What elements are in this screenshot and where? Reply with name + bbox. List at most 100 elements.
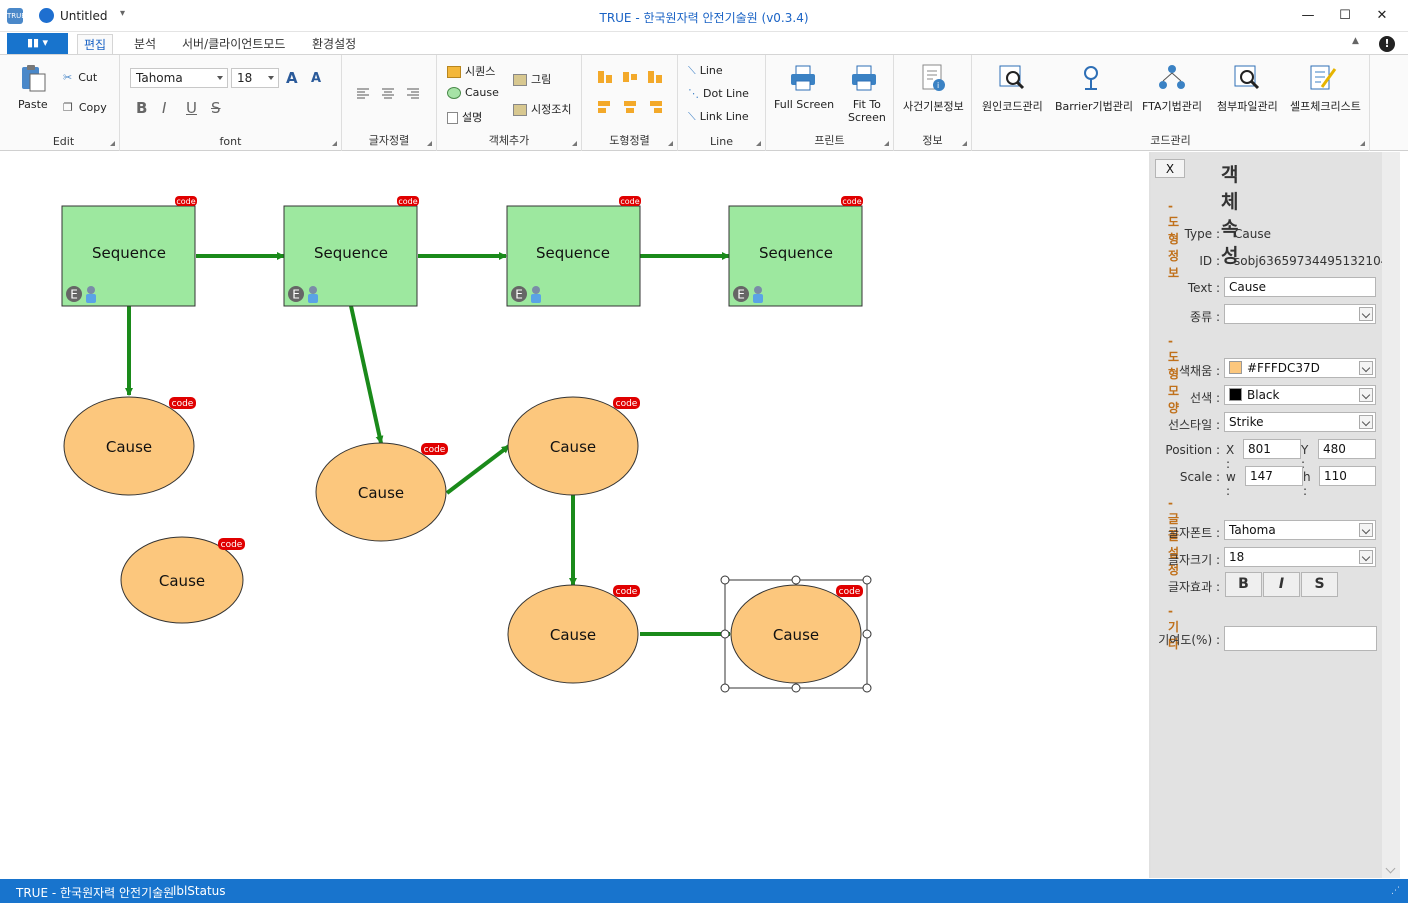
cause-node-selected[interactable]: Cause code	[720, 575, 872, 693]
cause-code-button[interactable]: 원인코드관리	[982, 100, 1043, 113]
underline-button[interactable]: U	[186, 99, 197, 117]
properties-close-button[interactable]: X	[1155, 159, 1185, 178]
font-select[interactable]: Tahoma	[1224, 520, 1376, 540]
align-bottom-icon[interactable]	[647, 70, 663, 84]
group-launcher-icon[interactable]	[1360, 141, 1365, 146]
add-image-button[interactable]: 그림	[513, 71, 551, 87]
shrink-font-button[interactable]: A	[311, 71, 322, 86]
minimize-button[interactable]: —	[1301, 8, 1315, 23]
strike-button[interactable]: S	[211, 99, 221, 117]
resize-grip-icon[interactable]: ⋰	[1391, 886, 1400, 896]
cause-node[interactable]: Cause code	[63, 396, 196, 496]
font-family-select[interactable]: Tahoma	[130, 68, 228, 88]
tab-settings[interactable]: 환경설정	[312, 37, 357, 51]
sequence-node[interactable]: Sequence code	[728, 196, 863, 307]
line-button[interactable]: ⟍Line	[688, 64, 723, 78]
size-select[interactable]: 18	[1224, 547, 1376, 567]
group-launcher-icon[interactable]	[110, 141, 115, 146]
align-right-shapes-icon[interactable]	[647, 100, 663, 114]
tab-analysis[interactable]: 분석	[134, 37, 157, 51]
quick-access-dropdown-icon[interactable]: ▾	[120, 8, 126, 19]
cause-node[interactable]: Cause code	[120, 536, 245, 624]
scale-w-input[interactable]: 147	[1245, 466, 1303, 486]
code-badge[interactable]	[836, 585, 863, 597]
code-badge[interactable]	[613, 397, 640, 409]
kind-select[interactable]	[1224, 304, 1376, 324]
grow-font-button[interactable]: A	[286, 69, 298, 87]
align-center-shapes-icon[interactable]	[622, 100, 638, 114]
barrier-button[interactable]: Barrier기법관리	[1055, 100, 1133, 113]
add-corrective-action-button[interactable]: 시정조치	[513, 101, 571, 117]
italic-button[interactable]: I	[162, 99, 167, 117]
full-screen-button[interactable]: Full Screen	[774, 98, 835, 111]
code-badge[interactable]	[397, 196, 419, 206]
effect-italic-button[interactable]: I	[1263, 572, 1300, 597]
group-launcher-icon[interactable]	[884, 141, 889, 146]
code-badge[interactable]	[613, 585, 640, 597]
tab-edit[interactable]: 편집	[77, 34, 114, 54]
cause-node[interactable]: Cause code	[315, 442, 448, 542]
link-line-button[interactable]: ⟍Link Line	[688, 110, 749, 124]
file-menu-button[interactable]: ▮▮ ▾	[7, 33, 68, 54]
position-x-input[interactable]: 801	[1243, 439, 1301, 459]
add-sequence-button[interactable]: 시퀀스	[447, 63, 495, 79]
code-badge[interactable]	[619, 196, 641, 206]
fill-color-select[interactable]: #FFFDC37D	[1224, 358, 1376, 378]
fta-button[interactable]: FTA기법관리	[1142, 100, 1203, 113]
self-checklist-button[interactable]: 셀프체크리스트	[1290, 100, 1361, 113]
paste-button[interactable]: Paste	[18, 98, 48, 111]
dot-line-button[interactable]: ⋱Dot Line	[688, 87, 749, 100]
add-description-button[interactable]: 설명	[447, 109, 482, 125]
scale-h-input[interactable]: 110	[1319, 466, 1376, 486]
group-launcher-icon[interactable]	[332, 141, 337, 146]
ribbon-collapse-icon[interactable]: ▲	[1352, 36, 1359, 46]
sequence-node[interactable]: Sequence code	[61, 196, 197, 307]
cut-button[interactable]: ✂Cut	[63, 71, 97, 84]
close-button[interactable]: ✕	[1376, 8, 1388, 23]
line-style-select[interactable]: Strike	[1224, 412, 1376, 432]
align-left-icon[interactable]	[356, 87, 370, 99]
bold-button[interactable]: B	[136, 99, 148, 117]
code-badge[interactable]	[218, 538, 245, 550]
connector-arrow[interactable]	[349, 305, 384, 444]
cause-node[interactable]: Cause code	[507, 584, 640, 684]
align-middle-icon[interactable]	[622, 70, 638, 84]
diagram-canvas[interactable]: E Sequence code Sequence	[8, 152, 1149, 878]
group-launcher-icon[interactable]	[962, 141, 967, 146]
sequence-node[interactable]: Sequence code	[283, 196, 419, 307]
code-badge[interactable]	[421, 443, 448, 455]
maximize-button[interactable]: ☐	[1339, 8, 1351, 23]
panel-splitter[interactable]	[1149, 152, 1151, 878]
code-badge[interactable]	[175, 196, 197, 206]
group-launcher-icon[interactable]	[572, 141, 577, 146]
font-size-select[interactable]: 18	[231, 68, 279, 88]
align-right-icon[interactable]	[406, 87, 420, 99]
vertical-scrollbar[interactable]	[1382, 152, 1400, 878]
cause-node[interactable]: Cause code	[507, 396, 640, 496]
help-icon[interactable]: !	[1379, 36, 1395, 52]
line-color-select[interactable]: Black	[1224, 385, 1376, 405]
align-center-icon[interactable]	[381, 87, 395, 99]
add-cause-button[interactable]: Cause	[447, 86, 499, 99]
copy-button[interactable]: ❐Copy	[63, 101, 107, 114]
align-left-shapes-icon[interactable]	[597, 100, 613, 114]
code-badge[interactable]	[169, 397, 196, 409]
group-launcher-icon[interactable]	[427, 141, 432, 146]
connector-arrow[interactable]	[445, 444, 511, 495]
resize-handles[interactable]	[720, 575, 872, 693]
code-badge[interactable]	[841, 196, 863, 206]
event-info-button[interactable]: 사건기본정보	[903, 100, 964, 113]
contribution-input[interactable]	[1224, 626, 1377, 651]
effect-strike-button[interactable]: S	[1301, 572, 1338, 597]
text-input[interactable]: Cause	[1224, 277, 1376, 297]
position-y-input[interactable]: 480	[1318, 439, 1376, 459]
group-launcher-icon[interactable]	[756, 141, 761, 146]
attachment-button[interactable]: 첨부파일관리	[1217, 100, 1278, 113]
effect-bold-button[interactable]: B	[1225, 572, 1262, 597]
tab-server-client-mode[interactable]: 서버/클라이언트모드	[182, 37, 286, 51]
align-top-icon[interactable]	[597, 70, 613, 84]
sequence-node[interactable]: Sequence code	[506, 196, 641, 307]
scroll-down-icon[interactable]	[1385, 863, 1396, 874]
group-launcher-icon[interactable]	[668, 141, 673, 146]
